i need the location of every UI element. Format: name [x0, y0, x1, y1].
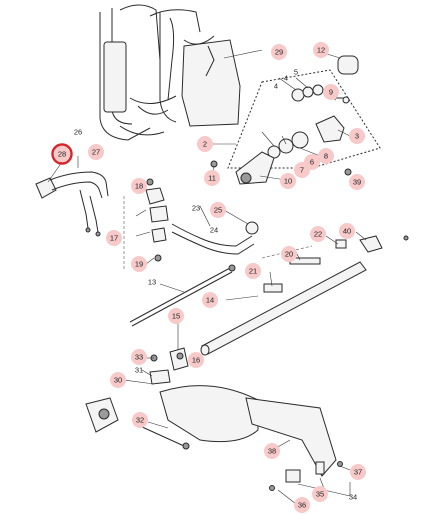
svg-text:19: 19 — [135, 260, 143, 269]
svg-text:30: 30 — [114, 376, 122, 385]
svg-text:11: 11 — [208, 174, 216, 183]
callout-25: 25 — [210, 202, 226, 218]
callout-35: 35 — [312, 486, 328, 502]
callout-39: 39 — [349, 174, 365, 190]
svg-text:12: 12 — [317, 46, 325, 55]
callout-4a: 4 — [274, 82, 278, 91]
callout-36: 36 — [294, 497, 310, 513]
svg-text:31: 31 — [135, 366, 143, 375]
svg-text:33: 33 — [135, 353, 143, 362]
engine-parts-drawing — [210, 55, 381, 185]
callout-2: 2 — [197, 136, 213, 152]
callout-23: 23 — [192, 204, 200, 213]
svg-text:5: 5 — [294, 68, 298, 77]
callout-21: 21 — [245, 263, 261, 279]
callout-20: 20 — [281, 246, 297, 262]
svg-text:25: 25 — [214, 206, 222, 215]
callout-8: 8 — [318, 148, 334, 164]
callout-13: 13 — [148, 278, 156, 287]
guard-parts-drawing — [85, 347, 351, 497]
svg-text:4: 4 — [274, 82, 278, 91]
svg-text:3: 3 — [355, 132, 359, 141]
callout-40: 40 — [339, 223, 355, 239]
svg-text:26: 26 — [74, 128, 82, 137]
callout-18: 18 — [131, 178, 147, 194]
callout-24: 24 — [210, 226, 218, 235]
svg-text:7: 7 — [300, 166, 304, 175]
callout-33: 33 — [131, 349, 147, 365]
callout-27: 27 — [88, 144, 104, 160]
svg-text:29: 29 — [275, 48, 283, 57]
callout-32: 32 — [132, 412, 148, 428]
callout-31: 31 — [135, 366, 143, 375]
svg-text:37: 37 — [354, 468, 362, 477]
svg-text:10: 10 — [284, 177, 292, 186]
backpack-frame-drawing — [99, 4, 241, 141]
callout-4b: 4 — [284, 74, 288, 83]
callout-17: 17 — [106, 230, 122, 246]
callout-9: 9 — [323, 84, 339, 100]
callout-12: 12 — [313, 42, 329, 58]
svg-text:38: 38 — [268, 447, 276, 456]
callout-34: 34 — [349, 493, 357, 502]
callout-14: 14 — [202, 292, 218, 308]
svg-text:8: 8 — [324, 152, 328, 161]
svg-text:2: 2 — [203, 140, 207, 149]
svg-text:21: 21 — [249, 267, 257, 276]
callout-29: 29 — [271, 44, 287, 60]
callout-26: 26 — [74, 128, 82, 137]
svg-text:28: 28 — [58, 150, 66, 159]
callout-37: 37 — [350, 464, 366, 480]
hose-assembly-drawing — [35, 171, 109, 237]
callout-11: 11 — [204, 170, 220, 186]
svg-text:17: 17 — [110, 234, 118, 243]
highlight-ring-28 — [51, 143, 73, 165]
svg-text:20: 20 — [285, 250, 293, 259]
svg-text:16: 16 — [192, 356, 200, 365]
callout-30: 30 — [110, 372, 126, 388]
svg-text:18: 18 — [135, 182, 143, 191]
svg-text:27: 27 — [92, 148, 100, 157]
svg-text:35: 35 — [316, 490, 324, 499]
svg-text:36: 36 — [298, 501, 306, 510]
svg-text:40: 40 — [343, 227, 351, 236]
callout-3: 3 — [349, 128, 365, 144]
svg-text:22: 22 — [314, 230, 322, 239]
svg-text:32: 32 — [136, 416, 144, 425]
callout-labels: 2 3 4 4 5 6 7 8 9 10 11 12 13 14 15 16 1… — [51, 42, 366, 513]
callout-28: 28 — [51, 143, 73, 165]
svg-text:15: 15 — [172, 312, 180, 321]
shaft-parts-drawing — [123, 178, 409, 356]
callout-38: 38 — [264, 443, 280, 459]
svg-text:23: 23 — [192, 204, 200, 213]
svg-text:34: 34 — [349, 493, 357, 502]
svg-text:39: 39 — [353, 178, 361, 187]
svg-text:24: 24 — [210, 226, 218, 235]
callout-5: 5 — [294, 68, 298, 77]
svg-text:13: 13 — [148, 278, 156, 287]
callout-15: 15 — [168, 308, 184, 324]
callout-7: 7 — [294, 162, 310, 178]
callout-16: 16 — [188, 352, 204, 368]
svg-text:4: 4 — [284, 74, 288, 83]
callout-10: 10 — [280, 173, 296, 189]
callout-22: 22 — [310, 226, 326, 242]
callout-19: 19 — [131, 256, 147, 272]
svg-text:6: 6 — [310, 158, 314, 167]
svg-text:14: 14 — [206, 296, 214, 305]
svg-text:9: 9 — [329, 88, 333, 97]
